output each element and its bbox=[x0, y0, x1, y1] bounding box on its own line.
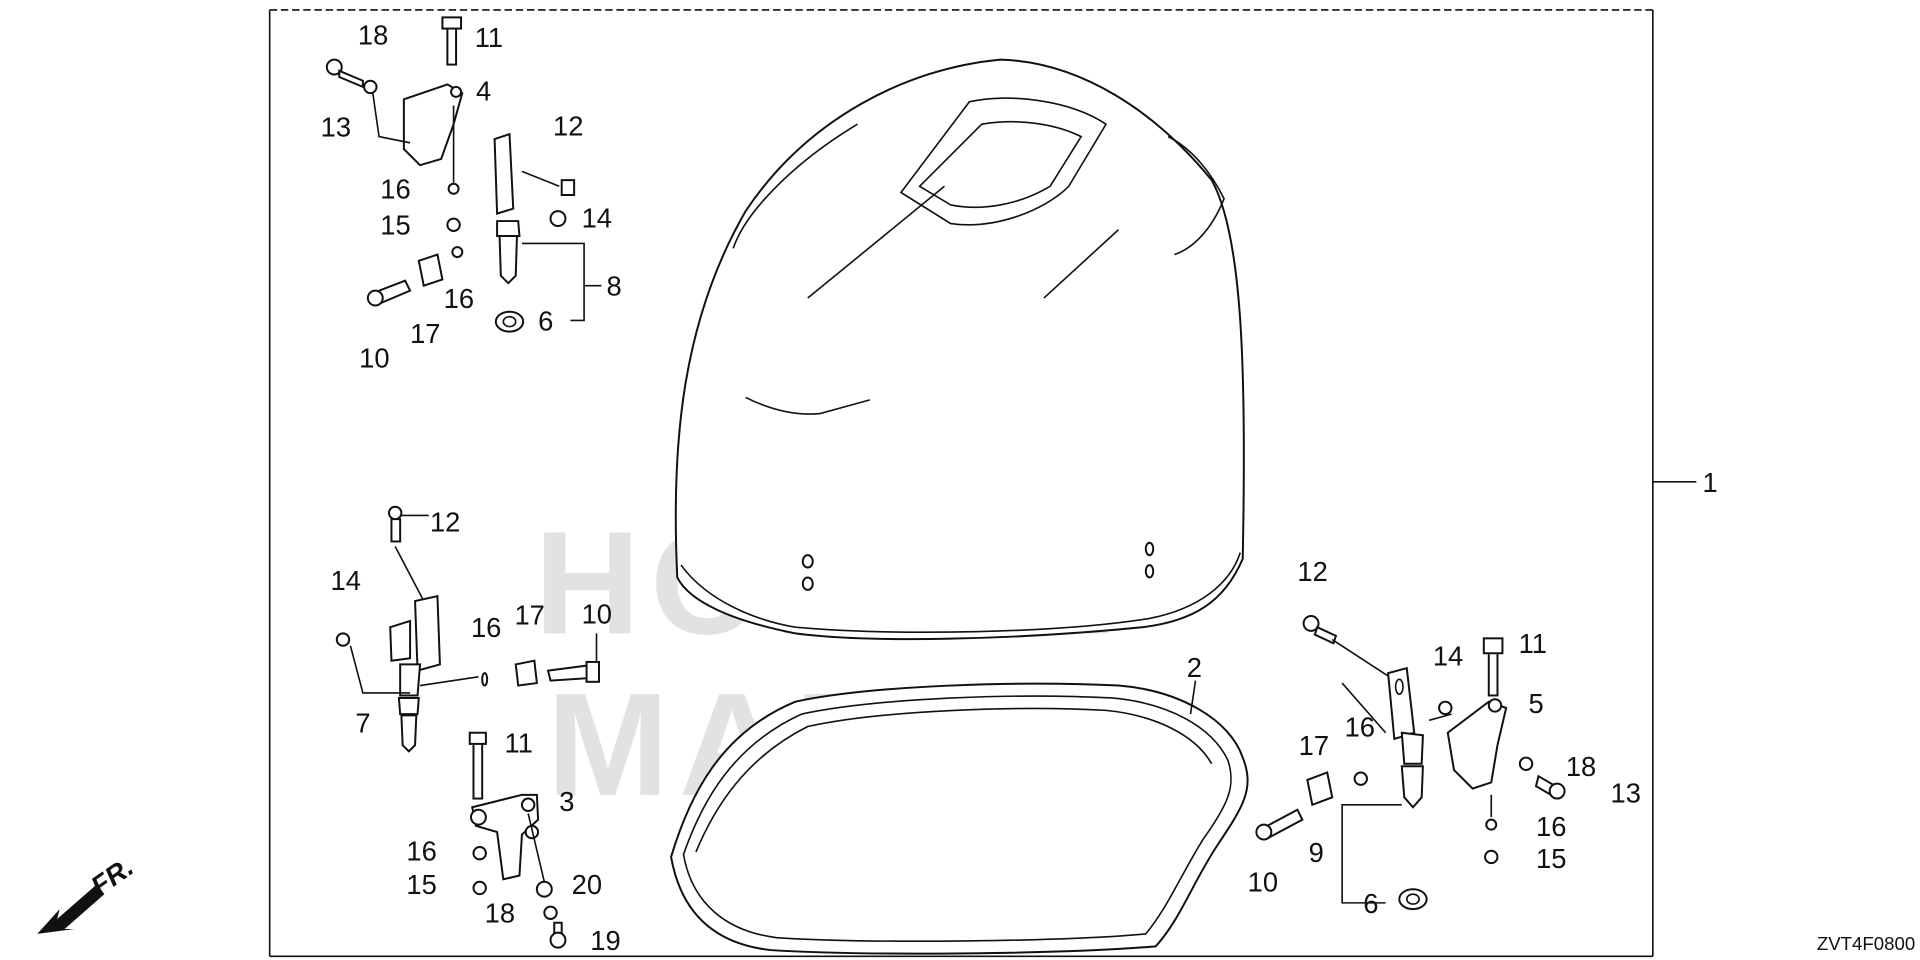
callout-9: 9 bbox=[1309, 837, 1324, 868]
callout-10: 10 bbox=[1248, 867, 1278, 898]
callout-15: 15 bbox=[1536, 843, 1566, 874]
callout-20: 20 bbox=[572, 869, 602, 900]
callout-16: 16 bbox=[1345, 711, 1375, 742]
callout-6: 6 bbox=[1363, 888, 1378, 919]
callout-1: 1 bbox=[1703, 467, 1718, 498]
callout-14: 14 bbox=[331, 565, 361, 596]
callout-7: 7 bbox=[355, 708, 370, 739]
callout-16: 16 bbox=[380, 174, 410, 205]
callout-3: 3 bbox=[559, 786, 574, 817]
callout-11: 11 bbox=[1519, 628, 1547, 659]
callout-15: 15 bbox=[406, 869, 436, 900]
assembly-frame bbox=[268, 9, 1697, 958]
callout-17: 17 bbox=[1299, 730, 1329, 761]
callout-5: 5 bbox=[1529, 688, 1544, 719]
callout-18: 18 bbox=[485, 898, 515, 929]
callout-12: 12 bbox=[553, 110, 583, 141]
arrow-icon bbox=[37, 884, 105, 934]
callout-18: 18 bbox=[1566, 751, 1596, 782]
cover-seal-part-2[interactable] bbox=[670, 682, 1249, 955]
callout-16: 16 bbox=[471, 612, 501, 643]
callout-10: 10 bbox=[359, 343, 389, 374]
upper-left-hinge-assembly[interactable] bbox=[325, 16, 602, 333]
callout-12: 12 bbox=[430, 507, 460, 538]
callout-6: 6 bbox=[538, 305, 553, 336]
callout-18: 18 bbox=[358, 20, 388, 51]
callout-10: 10 bbox=[582, 598, 612, 629]
callout-13: 13 bbox=[1611, 777, 1641, 808]
callout-16: 16 bbox=[406, 836, 436, 867]
left-hinge-assembly[interactable] bbox=[335, 505, 600, 949]
callout-labels: 1 2 18 11 13 4 12 16 15 14 8 16 10 17 6 … bbox=[321, 20, 1718, 956]
callout-14: 14 bbox=[582, 202, 612, 233]
callout-8: 8 bbox=[606, 271, 621, 302]
front-direction-marker: FR. bbox=[37, 851, 139, 934]
callout-17: 17 bbox=[514, 600, 544, 631]
callout-11: 11 bbox=[475, 22, 503, 53]
right-hinge-assembly[interactable] bbox=[1255, 614, 1566, 911]
callout-16: 16 bbox=[444, 283, 474, 314]
callout-14: 14 bbox=[1433, 641, 1463, 672]
callout-16: 16 bbox=[1536, 811, 1566, 842]
callout-19: 19 bbox=[590, 925, 620, 956]
diagram-code: ZVT4F0800 bbox=[1817, 933, 1915, 954]
callout-13: 13 bbox=[321, 112, 351, 143]
callout-2: 2 bbox=[1187, 652, 1202, 683]
callout-12: 12 bbox=[1297, 556, 1327, 587]
callout-4: 4 bbox=[476, 76, 491, 107]
callout-17: 17 bbox=[410, 318, 440, 349]
callout-15: 15 bbox=[380, 210, 410, 241]
callout-11: 11 bbox=[505, 728, 533, 759]
engine-cover-part-1[interactable] bbox=[674, 58, 1245, 641]
